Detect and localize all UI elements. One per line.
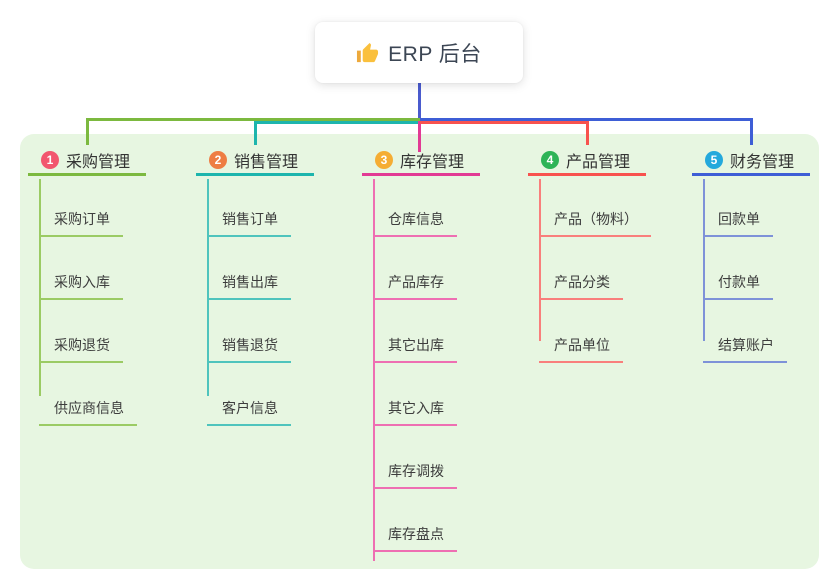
branch-title[interactable]: 4 产品管理 — [528, 146, 646, 176]
branch-connector-drop — [586, 121, 589, 145]
branch-number-badge: 2 — [209, 150, 227, 169]
branch-title-label: 财务管理 — [730, 153, 795, 171]
child-node-label: 客户信息 — [222, 400, 278, 416]
child-node[interactable]: 销售退货 — [207, 300, 291, 363]
child-node[interactable]: 结算账户 — [703, 300, 787, 363]
branch-children-line — [207, 179, 209, 396]
child-node-label: 仓库信息 — [388, 211, 444, 227]
branch-number-badge: 4 — [541, 150, 559, 169]
branch-connector-drop — [418, 121, 421, 152]
branch-children: 仓库信息产品库存其它出库其它入库库存调拨库存盘点出库库明细 — [373, 179, 471, 588]
branch-title[interactable]: 1 采购管理 — [28, 146, 146, 176]
child-node[interactable]: 产品分类 — [539, 237, 623, 300]
child-node[interactable]: 其它入库 — [373, 363, 457, 426]
branch-title-label: 库存管理 — [400, 153, 465, 171]
child-node[interactable]: 出库库明细 — [373, 552, 471, 588]
child-node-label: 产品分类 — [554, 274, 610, 290]
branches-panel — [20, 134, 819, 569]
child-node-label: 供应商信息 — [54, 400, 124, 416]
child-node[interactable]: 销售订单 — [207, 179, 291, 237]
child-node-label: 采购订单 — [54, 211, 110, 227]
branch-connector-drop — [86, 118, 89, 145]
branch-connector-horizontal — [420, 118, 751, 121]
root-node-label: ERP 后台 — [388, 42, 482, 66]
child-node[interactable]: 库存调拨 — [373, 426, 457, 489]
child-node[interactable]: 其它出库 — [373, 300, 457, 363]
child-node[interactable]: 产品（物料） — [539, 179, 651, 237]
child-node[interactable]: 产品库存 — [373, 237, 457, 300]
branch-children: 回款单付款单结算账户 — [703, 179, 787, 363]
branch-children: 销售订单销售出库销售退货客户信息 — [207, 179, 291, 426]
branch-1: 1 采购管理 采购订单采购入库采购退货供应商信息 — [28, 146, 198, 426]
branch-4: 4 产品管理 产品（物料） 产品分类产品单位 — [528, 146, 698, 363]
child-node-label: 库存调拨 — [388, 463, 444, 479]
branch-2: 2 销售管理 销售订单销售出库销售退货客户信息 — [196, 146, 366, 426]
branch-title[interactable]: 3 库存管理 — [362, 146, 480, 176]
branch-children-line — [373, 179, 375, 561]
branch-connector-drop — [254, 121, 257, 145]
child-node[interactable]: 回款单 — [703, 179, 773, 237]
branch-connector-horizontal — [420, 121, 587, 124]
child-node[interactable]: 库存盘点 — [373, 489, 457, 552]
thumbs-up-icon — [357, 42, 379, 63]
branch-number-badge: 5 — [705, 150, 723, 169]
branch-number-badge: 3 — [375, 150, 393, 169]
root-node[interactable]: ERP 后台 — [315, 22, 523, 83]
child-node-label: 产品单位 — [554, 337, 610, 353]
child-node-label: 其它出库 — [388, 337, 444, 353]
branch-children: 产品（物料） 产品分类产品单位 — [539, 179, 651, 363]
child-node[interactable]: 仓库信息 — [373, 179, 457, 237]
child-node-label: 产品库存 — [388, 274, 444, 290]
child-node-label: 销售订单 — [222, 211, 278, 227]
branch-3: 3 库存管理 仓库信息产品库存其它出库其它入库库存调拨库存盘点出库库明细 — [362, 146, 532, 561]
branch-children-line — [703, 179, 705, 341]
branch-title-label: 销售管理 — [234, 153, 299, 171]
branch-children-line — [539, 179, 541, 341]
branch-number-badge: 1 — [41, 150, 59, 169]
branch-children: 采购订单采购入库采购退货供应商信息 — [39, 179, 137, 426]
child-node[interactable]: 产品单位 — [539, 300, 623, 363]
child-node[interactable]: 付款单 — [703, 237, 773, 300]
child-node-label: 结算账户 — [718, 337, 774, 353]
child-node-label: 库存盘点 — [388, 526, 444, 542]
branch-title[interactable]: 5 财务管理 — [692, 146, 810, 176]
child-node[interactable]: 销售出库 — [207, 237, 291, 300]
branch-connector-horizontal — [255, 121, 420, 124]
child-node-label: 销售退货 — [222, 337, 278, 353]
child-node-label: 销售出库 — [222, 274, 278, 290]
branch-children-line — [39, 179, 41, 396]
child-node[interactable]: 采购订单 — [39, 179, 123, 237]
child-node[interactable]: 供应商信息 — [39, 363, 137, 426]
root-connector-line — [418, 83, 421, 121]
child-node-label: 采购退货 — [54, 337, 110, 353]
child-node[interactable]: 客户信息 — [207, 363, 291, 426]
child-node[interactable]: 采购退货 — [39, 300, 123, 363]
branch-title-label: 产品管理 — [566, 153, 631, 171]
child-node-label: 付款单 — [718, 274, 760, 290]
branch-title[interactable]: 2 销售管理 — [196, 146, 314, 176]
branch-connector-drop — [750, 118, 753, 145]
branch-title-label: 采购管理 — [66, 153, 131, 171]
branch-5: 5 财务管理 回款单付款单结算账户 — [692, 146, 839, 363]
child-node-label: 采购入库 — [54, 274, 110, 290]
branch-connector-horizontal — [87, 118, 420, 121]
child-node[interactable]: 采购入库 — [39, 237, 123, 300]
child-node-label: 其它入库 — [388, 400, 444, 416]
child-node-label: 产品（物料） — [554, 211, 638, 227]
child-node-label: 回款单 — [718, 211, 760, 227]
